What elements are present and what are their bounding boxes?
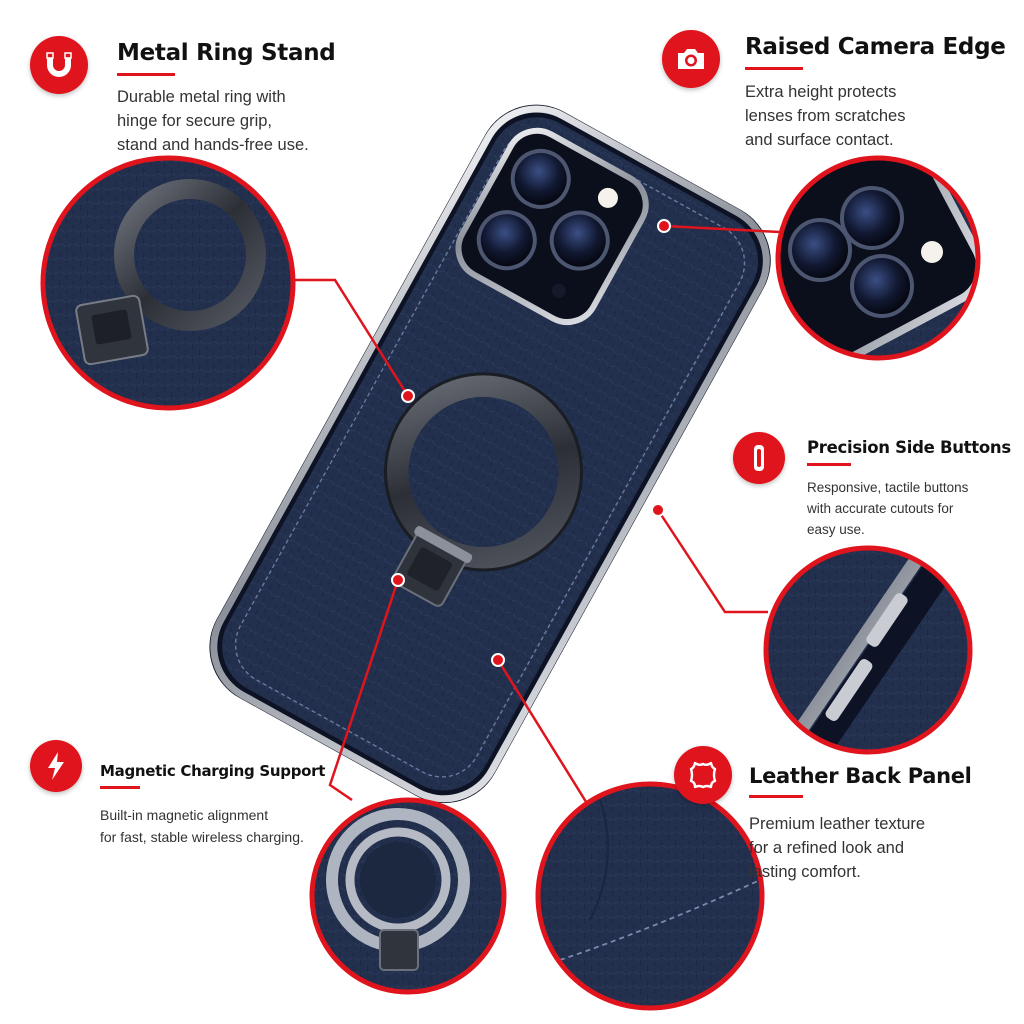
zoom-leather-back-panel (535, 781, 765, 1011)
feature-description: Durable metal ring with hinge for secure… (117, 88, 309, 154)
title-underline (100, 786, 140, 789)
lightning-icon (30, 740, 82, 792)
magnet-icon (30, 36, 88, 94)
zoom-precision-side-buttons (763, 545, 973, 755)
title-underline (117, 73, 175, 76)
feature-description: Premium leather texture for a refined lo… (749, 815, 926, 881)
camera-icon (662, 30, 720, 88)
feature-title: Leather Back Panel (749, 764, 972, 788)
feature-description: Extra height protects lenses from scratc… (745, 83, 906, 149)
title-underline (749, 795, 803, 798)
zoom-metal-ring-stand (40, 155, 296, 411)
leather-hide-icon (674, 746, 732, 804)
connector-dots (391, 219, 671, 667)
zoom-magnetic-charging (309, 797, 507, 995)
title-underline (745, 67, 803, 70)
feature-title: Raised Camera Edge (745, 34, 1006, 60)
feature-title: Precision Side Buttons (807, 438, 1011, 457)
feature-description: Built-in magnetic alignment for fast, st… (100, 807, 304, 845)
title-underline (807, 463, 851, 466)
phone-case (209, 104, 771, 804)
feature-description: Responsive, tactile buttons with accurat… (807, 480, 969, 537)
feature-title: Magnetic Charging Support (100, 762, 326, 780)
connector-lines (282, 224, 781, 806)
side-button-icon (733, 432, 785, 484)
feature-title: Metal Ring Stand (117, 40, 336, 66)
